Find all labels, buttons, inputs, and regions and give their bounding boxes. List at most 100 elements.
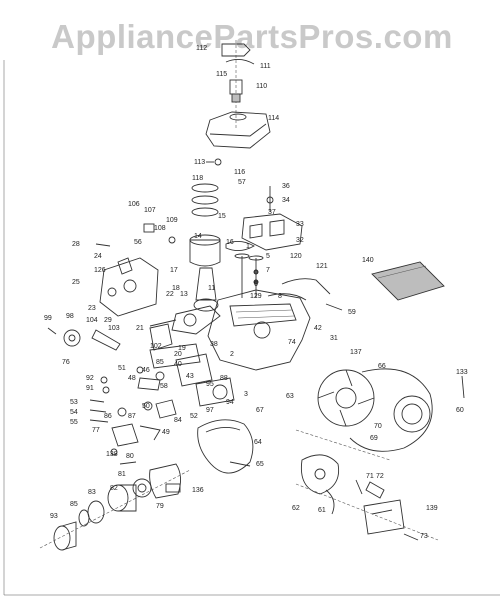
governor-link-part <box>281 278 331 295</box>
cap-lever-part <box>225 59 255 65</box>
part-label-110: 110 <box>256 83 267 90</box>
part-label-46: 46 <box>142 367 150 374</box>
blower-housing-opening <box>393 395 431 433</box>
gear-98-part <box>63 329 81 347</box>
lever-104-part <box>91 329 121 351</box>
part-label-69: 69 <box>370 435 378 442</box>
part-label-28: 28 <box>72 241 80 248</box>
pin-136-part <box>165 483 181 493</box>
part-label-25: 25 <box>72 279 80 286</box>
starter-plate-hub <box>314 468 326 480</box>
carburetor-body-part <box>99 257 159 317</box>
part-label-64: 64 <box>254 439 262 446</box>
part-label-87: 87 <box>128 413 136 420</box>
part-label-54: 54 <box>70 409 78 416</box>
crankcase-fin-section <box>229 303 297 327</box>
part-label-95: 95 <box>206 381 214 388</box>
part-label-84: 84 <box>174 417 182 424</box>
part-label-136: 136 <box>192 487 204 494</box>
part-label-129: 129 <box>250 293 262 300</box>
part-label-67: 67 <box>256 407 264 414</box>
muffler-plate-part <box>371 261 445 301</box>
part-label-85: 85 <box>70 501 78 508</box>
part-label-43: 43 <box>186 373 194 380</box>
clip-84-part <box>155 399 177 419</box>
part-label-112: 112 <box>196 45 207 52</box>
part-label-29: 29 <box>104 317 112 324</box>
part-label-19: 19 <box>178 345 186 352</box>
clip-138-part <box>110 448 118 456</box>
part-label-15: 15 <box>218 213 226 220</box>
crankshaft-shaft <box>149 319 177 327</box>
part-label-36: 36 <box>282 183 290 190</box>
part-label-91: 91 <box>86 385 94 392</box>
washer-50-part <box>143 401 153 411</box>
part-label-59: 59 <box>348 309 356 316</box>
spring-49-part <box>139 425 161 441</box>
starter-plate-62 <box>300 454 340 495</box>
part-label-97: 97 <box>206 407 214 414</box>
washer-109-part <box>168 236 176 244</box>
part-label-16: 16 <box>226 239 234 246</box>
part-label-82: 82 <box>110 485 118 492</box>
part-label-137: 137 <box>350 349 362 356</box>
pin-55-part <box>89 419 109 423</box>
part-label-58: 58 <box>160 383 168 390</box>
part-label-40: 40 <box>174 361 182 368</box>
part-label-74: 74 <box>288 339 296 346</box>
part-label-73: 73 <box>420 533 428 540</box>
governor-bracket-part <box>175 353 213 387</box>
camshaft-part <box>195 377 235 407</box>
block-fin-line-1 <box>235 309 293 313</box>
part-label-88: 88 <box>220 375 228 382</box>
part-label-94: 94 <box>226 399 234 406</box>
part-label-22: 22 <box>166 291 174 298</box>
part-label-114: 114 <box>268 115 279 122</box>
crankshaft-part <box>171 305 221 335</box>
part-label-31: 31 <box>330 335 338 342</box>
part-label-24: 24 <box>94 253 102 260</box>
part-label-8: 8 <box>278 293 282 300</box>
piston-ring-3 <box>191 207 219 217</box>
part-label-1: 1 <box>246 243 250 250</box>
part-label-93: 93 <box>50 513 58 520</box>
part-label-106: 106 <box>128 201 140 208</box>
screw-99-part <box>47 327 57 335</box>
part-label-81: 81 <box>118 471 126 478</box>
pin-53-part <box>89 399 105 403</box>
part-label-138: 138 <box>106 451 118 458</box>
part-label-121: 121 <box>316 263 328 270</box>
bracket-102-part <box>149 343 201 369</box>
part-label-61: 61 <box>318 507 326 514</box>
fuel-filter-neck <box>231 93 241 103</box>
valve-keeper-1 <box>253 269 259 275</box>
nut-72-part <box>365 481 385 499</box>
ring-83-part <box>87 500 105 524</box>
part-label-76: 76 <box>62 359 70 366</box>
key-80-part <box>119 461 137 465</box>
link-48-part <box>137 377 161 391</box>
blower-housing-inner <box>401 403 423 425</box>
block-fin-line-2 <box>237 315 295 319</box>
watermark: AppliancePartsPros.com <box>51 18 453 55</box>
part-label-17: 17 <box>170 267 178 274</box>
pin-54-part <box>89 409 107 413</box>
part-label-7: 7 <box>266 267 270 274</box>
part-label-3: 3 <box>244 391 248 398</box>
part-label-85: 85 <box>156 359 164 366</box>
part-label-107: 107 <box>144 207 156 214</box>
part-label-72: 72 <box>376 473 384 480</box>
part-label-37: 37 <box>268 209 276 216</box>
part-label-50: 50 <box>142 403 150 410</box>
part-label-32: 32 <box>296 237 304 244</box>
part-label-14: 14 <box>194 233 202 240</box>
part-label-77: 77 <box>92 427 100 434</box>
washer-92-part <box>100 376 108 384</box>
part-label-34: 34 <box>282 197 290 204</box>
housing-axis-line <box>295 429 391 461</box>
crank-counterweight <box>183 313 197 327</box>
part-label-104: 104 <box>86 317 98 324</box>
part-label-2: 2 <box>230 351 234 358</box>
pulley-axis-line <box>39 469 191 549</box>
part-label-70: 70 <box>374 423 382 430</box>
